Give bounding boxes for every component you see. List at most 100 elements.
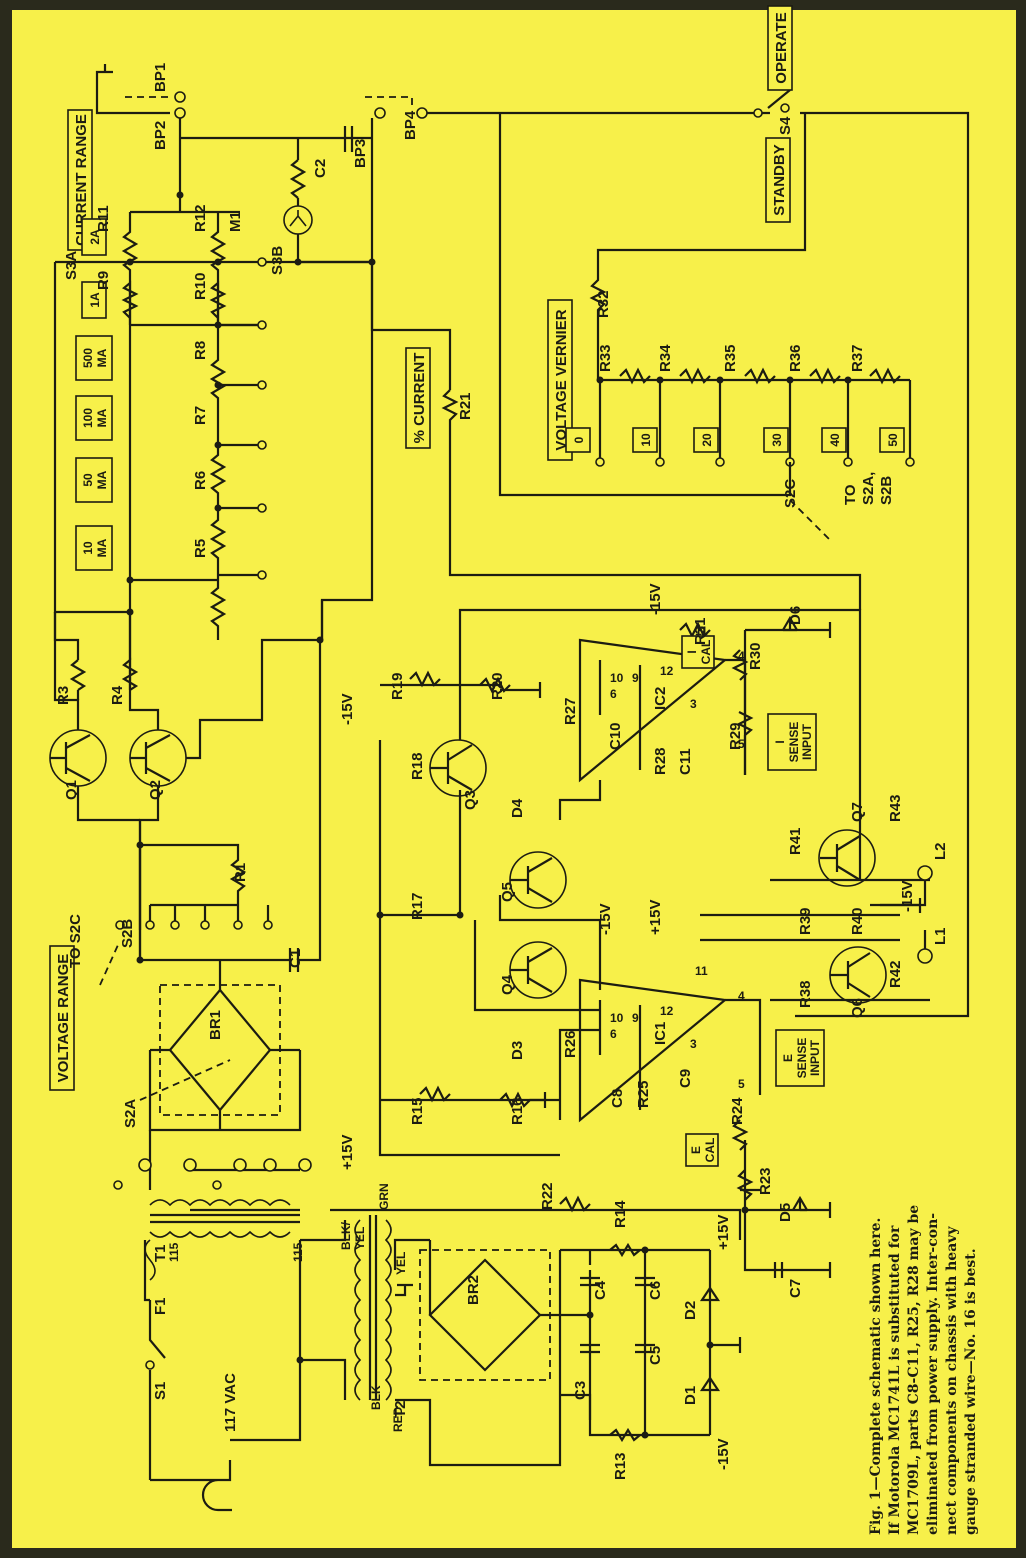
wire-r22 <box>330 1208 742 1240</box>
label-r9: R9 <box>95 271 112 290</box>
label-c1: C1 <box>287 949 304 968</box>
q3-leads <box>430 744 473 791</box>
label-r5: R5 <box>192 539 209 558</box>
c7-plates <box>773 1262 784 1278</box>
label-c2: C2 <box>312 159 329 178</box>
wire-t2-primary <box>300 1220 347 1400</box>
bp2-terminal-top <box>174 91 186 103</box>
voltage-vernier-label: VOLTAGE VERNIER <box>553 309 570 450</box>
svg-text:11: 11 <box>695 964 708 978</box>
label-s2b: S2B <box>119 919 136 948</box>
r9-resistor <box>121 280 139 325</box>
label-d1: D1 <box>682 1386 699 1405</box>
caption-line-3: MC1709L, parts C8-C11, R25, R28 may be <box>906 1205 922 1535</box>
wire-r26 <box>558 1028 600 1120</box>
r19-potentiometer <box>409 670 441 688</box>
svg-text:12: 12 <box>660 664 674 678</box>
label-c9: C9 <box>677 1069 694 1088</box>
wire-s2c-common <box>498 113 792 497</box>
svg-text:6: 6 <box>610 687 617 701</box>
wire-minus15-rail <box>560 1393 710 1437</box>
label-plus15-ic: +15V <box>647 900 664 935</box>
r32-potentiometer <box>589 258 607 380</box>
range-100ma: 100 <box>81 408 95 428</box>
svg-text:12: 12 <box>660 1004 674 1018</box>
wire-q4-q5 <box>473 895 602 1012</box>
wire-s4-r32 <box>596 113 807 258</box>
label-r7: R7 <box>192 406 209 425</box>
label-to: TO <box>842 484 859 505</box>
label-r18: R18 <box>409 752 426 780</box>
dashed-s2a-s2b <box>139 1059 231 1101</box>
label-to-s2b: S2B <box>878 476 895 505</box>
pct-current-box <box>405 347 431 449</box>
t1-secondary-winding <box>149 1199 291 1207</box>
label-ic1: IC1 <box>652 1022 669 1045</box>
label-to-s2a: S2A, <box>860 472 877 505</box>
label-plus15-bottom: +15V <box>715 1215 732 1250</box>
svg-text:4: 4 <box>738 649 745 663</box>
label-r13: R13 <box>612 1452 629 1480</box>
r33-resistor <box>619 367 651 385</box>
e-cal-line1: E <box>689 1146 703 1154</box>
r34-resistor <box>679 367 711 385</box>
r5-resistor <box>209 575 227 640</box>
caption-line-4: eliminated from power supply. Inter-con- <box>925 1213 941 1535</box>
label-d5: D5 <box>777 1203 794 1222</box>
wire-r3 <box>53 612 80 660</box>
r24-resistor <box>731 1119 749 1151</box>
label-q3: Q3 <box>462 790 479 810</box>
dashed-s2b-s2c <box>99 944 119 986</box>
label-r17: R17 <box>409 892 426 920</box>
ic2-pins <box>598 660 642 770</box>
ic1-amplifier <box>578 978 728 1123</box>
r3-resistor <box>69 659 87 700</box>
s2b-contacts <box>115 903 273 930</box>
label-t2: T2 <box>392 1400 409 1418</box>
t1-primary-winding <box>149 1230 291 1238</box>
label-r23: R23 <box>757 1167 774 1195</box>
label-r38: R38 <box>797 980 814 1008</box>
wire-t1-primary <box>143 1240 302 1360</box>
t2-core <box>368 1215 378 1400</box>
caption-line-2: If Motorola MC1741L is substituted for <box>887 1225 903 1535</box>
label-s4: S4 <box>777 116 794 135</box>
vernier-step-30: 30 <box>770 433 784 447</box>
wire-br1-out <box>148 1050 302 1132</box>
label-q4: Q4 <box>499 974 516 995</box>
vernier-step-10: 10 <box>639 433 653 447</box>
label-d2: D2 <box>682 1301 699 1320</box>
wire-c1-ret <box>298 640 322 962</box>
r13-resistor <box>609 1427 641 1443</box>
label-t1: T1 <box>152 1244 169 1262</box>
label-r25: R25 <box>635 1080 652 1108</box>
r20-resistor <box>479 676 511 694</box>
s4-contact-operate <box>780 103 790 113</box>
bp3-terminal <box>374 107 386 119</box>
label-r32: R32 <box>595 290 612 318</box>
m1-needle <box>289 210 307 227</box>
svg-text:3: 3 <box>690 1037 697 1051</box>
label-r42: R42 <box>887 960 904 988</box>
s4-blade <box>767 89 791 109</box>
plug-117vac <box>150 1460 232 1512</box>
label-r3: R3 <box>55 686 72 705</box>
label-r43: R43 <box>887 794 904 822</box>
svg-text:4: 4 <box>738 989 745 1003</box>
label-c8: C8 <box>609 1089 626 1108</box>
operate-box <box>767 5 793 91</box>
label-f1: F1 <box>152 1297 169 1315</box>
dashed-s2c-s2ab <box>789 499 831 541</box>
label-l1: L1 <box>932 927 949 945</box>
i-sense-line3: INPUT <box>800 723 814 760</box>
junction-dots <box>126 191 852 1439</box>
range-10ma: 10 <box>81 541 95 555</box>
current-range-label: CURRENT RANGE <box>73 114 90 246</box>
wire-plug-t1 <box>230 1360 302 1442</box>
e-sense-line3: INPUT <box>808 1039 822 1076</box>
standby-box <box>765 137 791 223</box>
wire-bp1-line <box>95 95 170 115</box>
label-r40: R40 <box>849 907 866 935</box>
label-r29: R29 <box>727 722 744 750</box>
